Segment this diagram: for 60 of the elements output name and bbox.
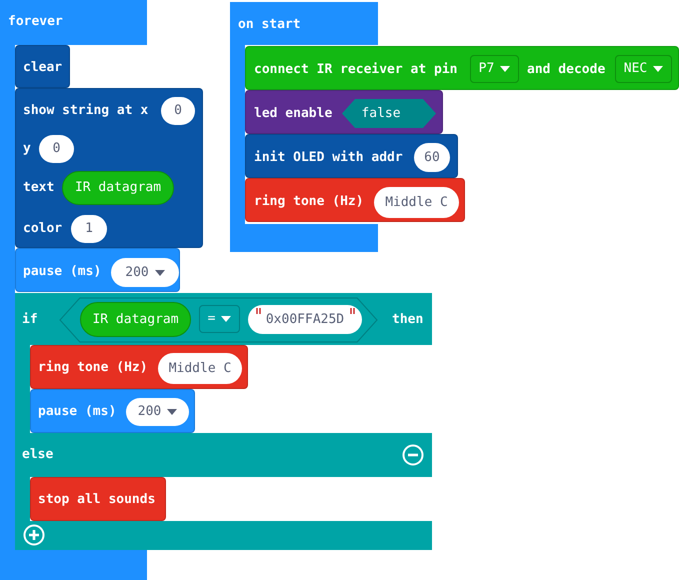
block-label: text: [23, 179, 54, 197]
dropdown-field: [615, 55, 672, 83]
block-label: on start: [238, 16, 301, 34]
field-value: 0x00FFA25D: [266, 310, 344, 328]
dropdown-field: [111, 258, 179, 287]
command-block: [30, 389, 195, 433]
reporter-block: [80, 302, 191, 337]
field-value: Middle C: [168, 360, 232, 378]
dropdown-field: [199, 305, 240, 333]
field-value: Middle C: [385, 194, 448, 212]
field-value: 0: [52, 140, 60, 158]
input-field: [374, 187, 459, 218]
command-block: [245, 134, 458, 178]
input-field: [248, 305, 362, 334]
command-block: [245, 178, 465, 222]
field-value: 200: [125, 264, 149, 282]
input-field: [71, 215, 107, 243]
comparison-block: [60, 298, 377, 342]
block-label: ring tone (Hz): [38, 359, 148, 377]
field-value: false: [361, 104, 401, 122]
field-value: 1: [85, 220, 93, 238]
block-label: color: [23, 220, 62, 238]
command-block: [245, 46, 679, 90]
block-label: led enable: [254, 105, 332, 123]
field-value: 60: [424, 148, 440, 166]
block-label: else: [22, 446, 54, 464]
field-value: 200: [138, 403, 162, 421]
dropdown-field: [342, 99, 436, 128]
input-field: [39, 135, 74, 163]
field-value: NEC: [624, 60, 648, 78]
field-value: P7: [478, 60, 494, 78]
block-label: stop all sounds: [38, 491, 156, 509]
input-field: [158, 353, 242, 384]
block-label: and decode: [527, 61, 606, 79]
field-value: =: [208, 310, 216, 328]
block-label: show string at x: [23, 102, 148, 120]
command-block: [30, 345, 248, 389]
command-block: [15, 45, 70, 88]
field-value: 0: [174, 102, 182, 120]
field-value: IR datagram: [92, 310, 179, 328]
block-label: if: [22, 311, 38, 329]
command-block: [30, 477, 166, 521]
reporter-block: [62, 171, 174, 205]
block-label: forever: [8, 13, 63, 31]
dropdown-field: [470, 55, 519, 83]
command-block: [245, 90, 443, 134]
block-label: y: [23, 140, 31, 158]
block-label: connect IR receiver at pin: [254, 61, 458, 79]
block-label: then: [392, 311, 424, 329]
command-block: [15, 88, 203, 248]
block-label: pause (ms): [23, 263, 102, 281]
block-label: clear: [23, 59, 62, 77]
input-field: [161, 97, 195, 125]
block-label: init OLED with addr: [254, 149, 403, 167]
dropdown-field: [126, 398, 189, 426]
block-label: ring tone (Hz): [254, 193, 364, 211]
command-block: [15, 248, 180, 292]
input-field: [414, 143, 450, 172]
field-value: IR datagram: [74, 179, 162, 197]
block-label: pause (ms): [38, 403, 116, 421]
